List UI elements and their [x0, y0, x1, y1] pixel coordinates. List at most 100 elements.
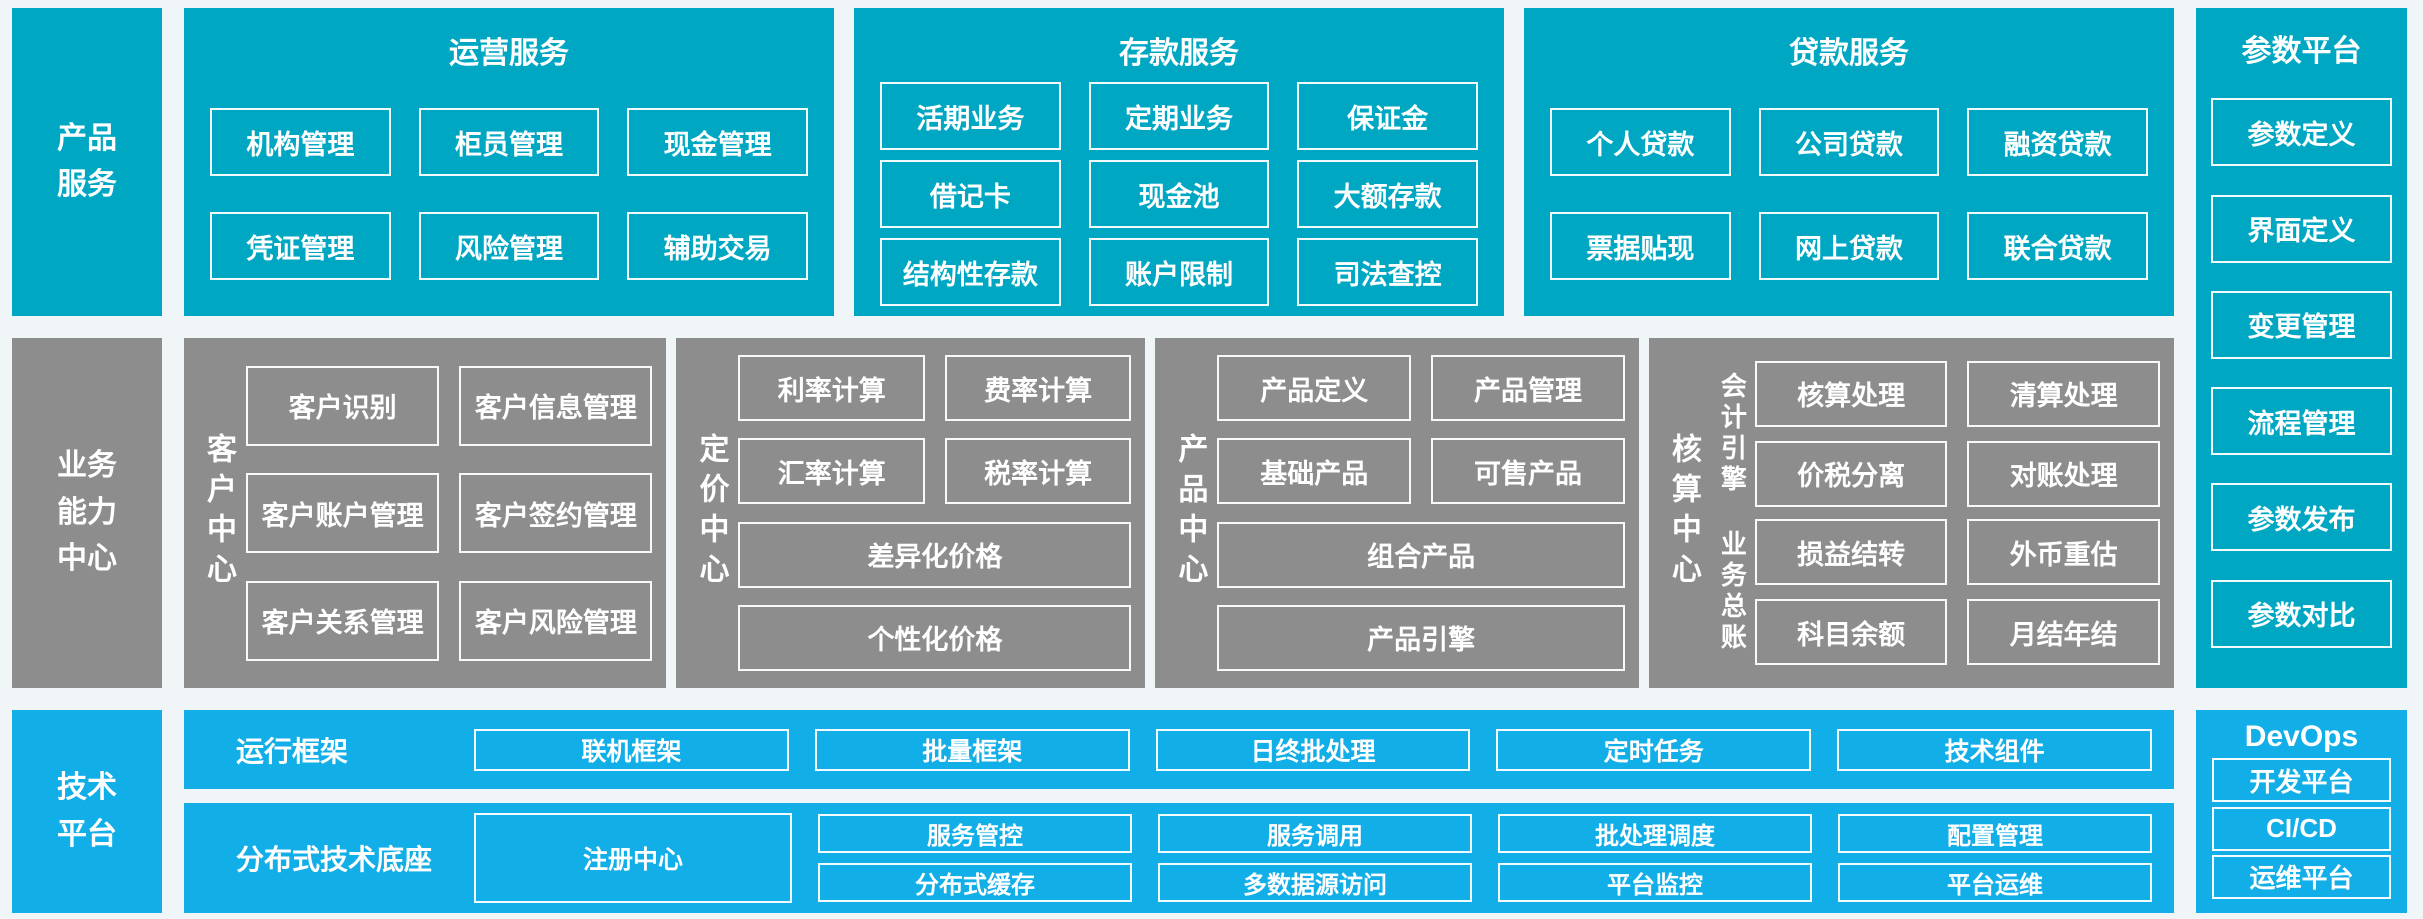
diagram-box: 日终批处理: [1155, 728, 1471, 771]
group-accounting-engine: 会计引擎 核算处理 清算处理 价税分离 对账处理: [1711, 360, 2160, 507]
section-loan-services: 贷款服务 个人贷款 公司贷款 融资贷款 票据贴现 网上贷款 联合贷款: [1524, 8, 2174, 316]
vertical-label-accounting-engine: 会计引擎: [1717, 371, 1748, 496]
diagram-box: 风险管理: [418, 212, 600, 280]
band-label: 运行框架: [236, 735, 349, 767]
technology-platform-row: 运行框架 联机框架 批量框架 日终批处理 定时任务 技术组件 分布式技术底座 注…: [184, 710, 2174, 913]
diagram-box: 变更管理: [2211, 290, 2392, 359]
diagram-box: 平台运维: [1838, 863, 2152, 902]
diagram-box: 借记卡: [880, 160, 1061, 228]
diagram-box: CI/CD: [2212, 806, 2391, 851]
diagram-box: 服务调用: [1158, 814, 1472, 853]
section-product-center: 产品中心 产品定义 产品管理 基础产品 可售产品 组合产品 产品引擎: [1155, 338, 1639, 688]
diagram-box: 大额存款: [1297, 160, 1478, 228]
diagram-box: 利率计算: [738, 355, 925, 422]
vertical-label-customer-center: 客户中心: [202, 433, 235, 593]
section-title: DevOps: [2244, 720, 2359, 753]
diagram-box: 客户信息管理: [459, 365, 653, 446]
diagram-box: 参数对比: [2211, 579, 2392, 648]
diagram-box: 客户签约管理: [459, 473, 653, 553]
diagram-box: 客户关系管理: [246, 580, 440, 661]
diagram-box: 公司贷款: [1758, 108, 1940, 176]
box-stack: 服务调用 多数据源访问: [1158, 814, 1472, 902]
diagram-box: 分布式缓存: [818, 863, 1132, 902]
column-devops: DevOps 开发平台 CI/CD 运维平台: [2196, 710, 2407, 913]
diagram-box: 差异化价格: [738, 521, 1132, 588]
business-capability-row: 客户中心 客户识别 客户信息管理 客户账户管理 客户签约管理 客户关系管理 客户…: [184, 338, 2174, 688]
diagram-box: 价税分离: [1754, 440, 1948, 507]
side-label-technology-platform: 技术 平台: [12, 710, 162, 913]
diagram-box: 辅助交易: [627, 212, 808, 280]
diagram-box: 个人贷款: [1550, 108, 1731, 176]
diagram-box: 网上贷款: [1758, 212, 1940, 280]
band-runtime-framework: 运行框架 联机框架 批量框架 日终批处理 定时任务 技术组件: [184, 710, 2174, 789]
diagram-box: 保证金: [1297, 82, 1478, 150]
diagram-box: 活期业务: [880, 82, 1061, 150]
band-distributed-tech-base: 分布式技术底座 注册中心 服务管控 分布式缓存 服务调用 多数据源访问 批处理调…: [184, 803, 2174, 913]
diagram-box: 外币重估: [1967, 519, 2160, 586]
section-customer-center: 客户中心 客户识别 客户信息管理 客户账户管理 客户签约管理 客户关系管理 客户…: [184, 338, 667, 688]
diagram-box: 联机框架: [474, 728, 789, 771]
accounting-groups: 会计引擎 核算处理 清算处理 价税分离 对账处理 业务总账 损益结转 外币重估 …: [1711, 338, 2160, 688]
diagram-box: 批处理调度: [1498, 814, 1812, 853]
box-stack: 参数定义 界面定义 变更管理 流程管理 参数发布 参数对比: [2211, 70, 2392, 676]
diagram-box: 批量框架: [814, 728, 1130, 771]
section-deposit-services: 存款服务 活期业务 定期业务 保证金 借记卡 现金池 大额存款 结构性存款 账户…: [854, 8, 1504, 316]
column-parameter-platform: 参数平台 参数定义 界面定义 变更管理 流程管理 参数发布 参数对比: [2196, 8, 2407, 688]
diagram-box: 凭证管理: [210, 212, 391, 280]
side-label-business-capability-center: 业务 能力 中心: [12, 338, 162, 688]
diagram-box: 界面定义: [2211, 194, 2392, 263]
diagram-box: 柜员管理: [418, 108, 600, 176]
diagram-box: 现金管理: [627, 108, 808, 176]
diagram-box: 参数发布: [2211, 483, 2392, 552]
diagram-box: 产品引擎: [1217, 604, 1625, 671]
diagram-box: 票据贴现: [1550, 212, 1731, 280]
product-services-row: 运营服务 机构管理 柜员管理 现金管理 凭证管理 风险管理 辅助交易 存款服务 …: [184, 8, 2174, 316]
box-grid: 个人贷款 公司贷款 融资贷款 票据贴现 网上贷款 联合贷款: [1524, 72, 2174, 316]
diagram-box: 费率计算: [944, 355, 1132, 422]
diagram-box: 流程管理: [2211, 387, 2392, 456]
section-title: 运营服务: [449, 37, 569, 70]
box-stack: 配置管理 平台运维: [1838, 814, 2152, 902]
box-grid: 客户识别 客户信息管理 客户账户管理 客户签约管理 客户关系管理 客户风险管理: [246, 338, 653, 688]
diagram-box: 定期业务: [1088, 82, 1270, 150]
diagram-box-registry-center: 注册中心: [474, 813, 792, 903]
box-grid: 产品定义 产品管理 基础产品 可售产品 组合产品 产品引擎: [1217, 338, 1625, 688]
vertical-label-business-ledger: 业务总账: [1717, 530, 1748, 655]
box-stack: 批处理调度 平台监控: [1498, 814, 1812, 902]
diagram-box: 配置管理: [1838, 814, 2152, 853]
side-label-product-services: 产品 服务: [12, 8, 162, 316]
diagram-box: 客户风险管理: [459, 580, 653, 661]
section-title: 存款服务: [1119, 37, 1239, 70]
box-stack: 开发平台 CI/CD 运维平台: [2212, 754, 2391, 903]
diagram-box: 清算处理: [1967, 360, 2160, 427]
diagram-box: 个性化价格: [738, 604, 1132, 671]
band-label: 分布式技术底座: [236, 844, 433, 875]
section-title: 参数平台: [2241, 35, 2362, 68]
box-grid: 利率计算 费率计算 汇率计算 税率计算 差异化价格 个性化价格: [738, 338, 1132, 688]
diagram-box: 多数据源访问: [1158, 863, 1472, 902]
diagram-box: 组合产品: [1217, 521, 1625, 588]
box-grid: 损益结转 外币重估 科目余额 月结年结: [1754, 519, 2160, 666]
diagram-box: 服务管控: [818, 814, 1132, 853]
box-grid: 机构管理 柜员管理 现金管理 凭证管理 风险管理 辅助交易: [184, 72, 834, 316]
diagram-box: 汇率计算: [738, 438, 925, 505]
diagram-box: 月结年结: [1967, 599, 2160, 666]
diagram-box: 参数定义: [2211, 98, 2392, 167]
diagram-box: 客户账户管理: [246, 473, 440, 553]
group-business-ledger: 业务总账 损益结转 外币重估 科目余额 月结年结: [1711, 519, 2160, 666]
diagram-box: 融资贷款: [1967, 108, 2148, 176]
diagram-box: 司法查控: [1297, 238, 1478, 306]
diagram-box: 核算处理: [1754, 360, 1948, 427]
vertical-label-product-center: 产品中心: [1173, 433, 1207, 593]
section-accounting-center: 核算中心 会计引擎 核算处理 清算处理 价税分离 对账处理 业务总账 损益结转 …: [1648, 338, 2174, 688]
diagram-box: 损益结转: [1754, 519, 1948, 586]
box-stack: 服务管控 分布式缓存: [818, 814, 1132, 902]
diagram-box: 现金池: [1088, 160, 1270, 228]
diagram-box: 税率计算: [944, 438, 1132, 505]
diagram-box: 可售产品: [1431, 438, 1625, 505]
section-operations-services: 运营服务 机构管理 柜员管理 现金管理 凭证管理 风险管理 辅助交易: [184, 8, 834, 316]
diagram-box: 开发平台: [2212, 758, 2391, 803]
diagram-box: 产品定义: [1217, 355, 1412, 422]
vertical-label-accounting-center: 核算中心: [1666, 433, 1700, 593]
